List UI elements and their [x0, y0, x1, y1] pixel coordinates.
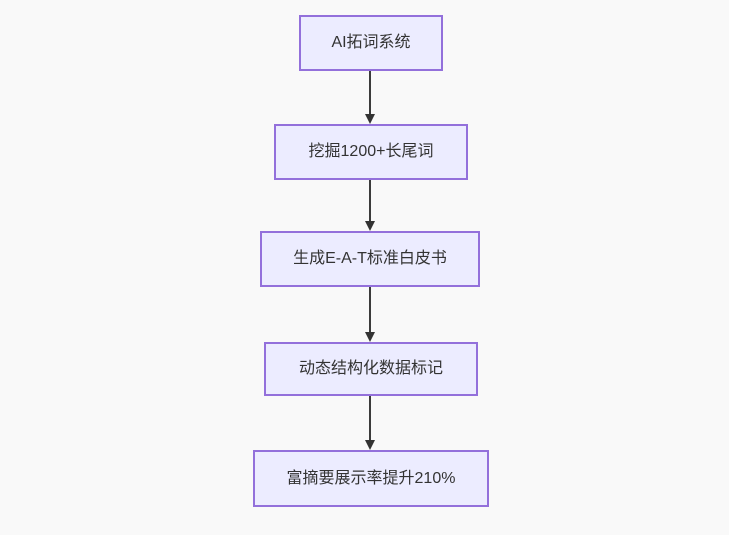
flowchart-node-eat-whitepaper: 生成E-A-T标准白皮书 [260, 231, 480, 287]
arrow-line-1 [369, 71, 371, 115]
arrow-line-2 [369, 180, 371, 222]
arrowhead-down-icon [365, 332, 375, 342]
flowchart-node-structured-data-markup: 动态结构化数据标记 [264, 342, 478, 396]
flowchart-node-longtail-mining: 挖掘1200+长尾词 [274, 124, 468, 180]
arrowhead-down-icon [365, 221, 375, 231]
flowchart-node-rich-snippet-result: 富摘要展示率提升210% [253, 450, 489, 507]
arrow-line-4 [369, 396, 371, 441]
arrow-line-3 [369, 287, 371, 333]
flowchart-node-ai-word-expansion: AI拓词系统 [299, 15, 443, 71]
arrowhead-down-icon [365, 440, 375, 450]
arrowhead-down-icon [365, 114, 375, 124]
